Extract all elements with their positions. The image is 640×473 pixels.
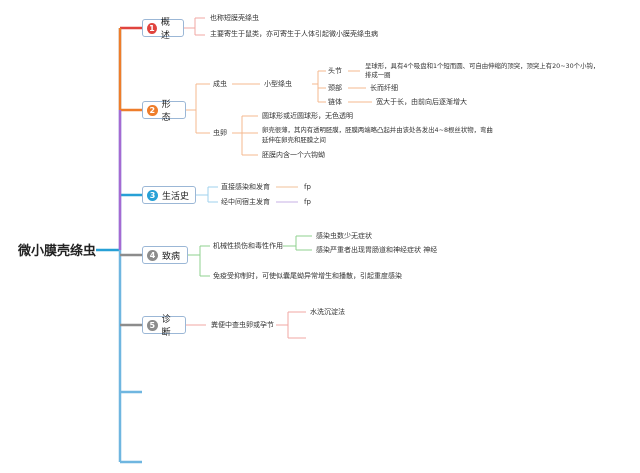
head-desc: 呈球形，具有4个吸盘和1个短而圆、可自由伸缩的顶突，顶突上有20~30个小钩，: [365, 62, 600, 70]
egg-item-4: 胚膜内含一个六钩蚴: [262, 151, 325, 159]
life-cycle-item-1: 直接感染和发育: [221, 183, 270, 191]
branch-label: 概述: [160, 18, 170, 41]
diagnosis-method: 水洗沉淀法: [310, 308, 345, 316]
number-badge-5: 5: [147, 319, 158, 331]
number-badge-2: 2: [147, 104, 158, 116]
root-topic: 微小膜壳绦虫: [18, 244, 97, 259]
overview-item-2: 主要寄生于鼠类，亦可寄生于人体引起微小膜壳绦虫病: [210, 30, 378, 38]
neck-label: 颈部: [328, 84, 342, 92]
branch-life-cycle[interactable]: 3 生活史: [142, 186, 196, 204]
immune-item: 免疫受抑制时，可使似囊尾蚴异常增生和播散，引起重度感染: [213, 272, 402, 280]
branch-morphology[interactable]: 2 形态: [142, 100, 186, 123]
body-desc: 宽大于长，由前向后逐渐增大: [376, 98, 467, 106]
mechanism-item-2: 感染严重者出现胃肠道和神经症状 神经: [316, 246, 438, 254]
branch-overview[interactable]: 1 概述: [142, 18, 184, 41]
egg-item-1: 圆球形或近圆球形，无色透明: [262, 112, 353, 120]
adult-label: 成虫: [213, 80, 227, 88]
number-badge-4: 4: [147, 249, 158, 261]
branch-pathogenesis[interactable]: 4 致病: [142, 246, 188, 264]
branch-label: 致病: [162, 251, 181, 262]
mechanism-label: 机械性损伤和毒性作用: [213, 242, 283, 250]
overview-item-1: 也称短膜壳绦虫: [210, 14, 259, 22]
mechanism-item-1: 感染虫数少无症状: [316, 232, 372, 240]
life-cycle-tag-2: fp: [304, 198, 311, 206]
egg-item-2: 卵壳很薄，其内有透明胚膜，胚膜两端略凸起并由该处各发出4~8根丝状物，弯曲: [262, 126, 493, 134]
head-label: 头节: [328, 67, 342, 75]
branch-diagnosis[interactable]: 5 诊断: [142, 315, 186, 338]
adult-type: 小型绦虫: [264, 80, 292, 88]
egg-item-3: 延伸在卵壳和胚膜之间: [262, 136, 326, 144]
neck-desc: 长而纤细: [370, 84, 398, 92]
branch-label: 诊断: [161, 315, 171, 338]
number-badge-1: 1: [147, 22, 157, 34]
body-label: 链体: [328, 98, 342, 106]
diagnosis-item: 粪便中查虫卵或孕节: [211, 321, 274, 329]
number-badge-3: 3: [147, 189, 158, 201]
life-cycle-tag-1: fp: [304, 183, 311, 191]
branch-label: 生活史: [162, 191, 190, 202]
branch-label: 形态: [161, 100, 171, 123]
egg-label: 虫卵: [213, 129, 227, 137]
life-cycle-item-2: 经中间宿主发育: [221, 198, 270, 206]
head-desc-2: 排成一圈: [365, 71, 391, 79]
